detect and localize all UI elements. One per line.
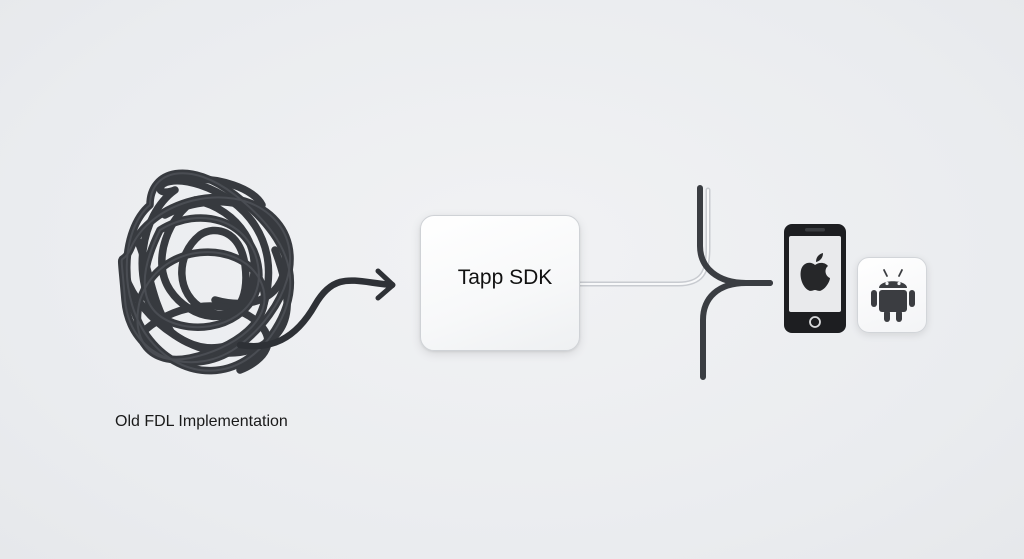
arrow-right-icon [375, 268, 396, 301]
sdk-label: Tapp SDK [457, 266, 553, 289]
split-cable [697, 185, 773, 380]
old-fdl-label: Old FDL Implementation [115, 413, 288, 430]
android-icon [871, 269, 915, 322]
tapp-sdk-box: Tapp SDK [420, 215, 580, 351]
android-tile [857, 257, 927, 333]
sdk-output-cable [577, 187, 711, 287]
tangled-cable-icon [118, 169, 396, 375]
apple-icon [800, 253, 830, 291]
